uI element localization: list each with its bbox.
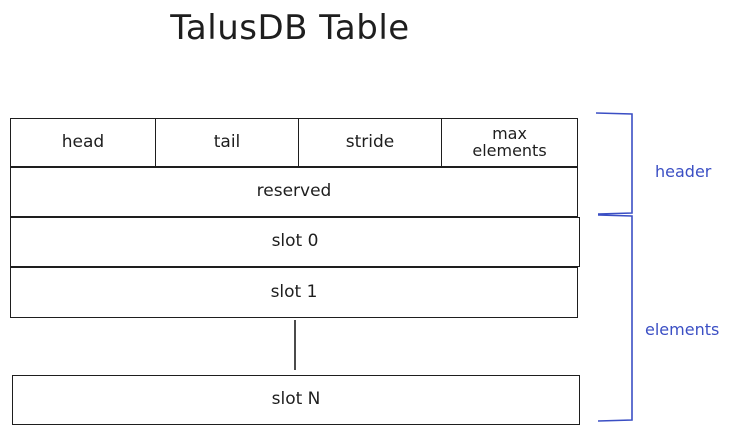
header-brace [595,112,633,215]
elements-brace-label: elements [645,320,720,339]
slot-1-row: slot 1 [10,267,578,318]
slot-0-row: slot 0 [10,217,580,267]
slot-n-row: slot N [12,375,580,425]
header-brace-label: header [655,162,712,181]
diagram-title: TalusDB Table [170,8,410,48]
max-elements-cell: max elements [441,118,578,167]
slot-n-label: slot N [271,389,321,410]
reserved-row: reserved [10,167,578,217]
elements-brace [597,214,633,422]
